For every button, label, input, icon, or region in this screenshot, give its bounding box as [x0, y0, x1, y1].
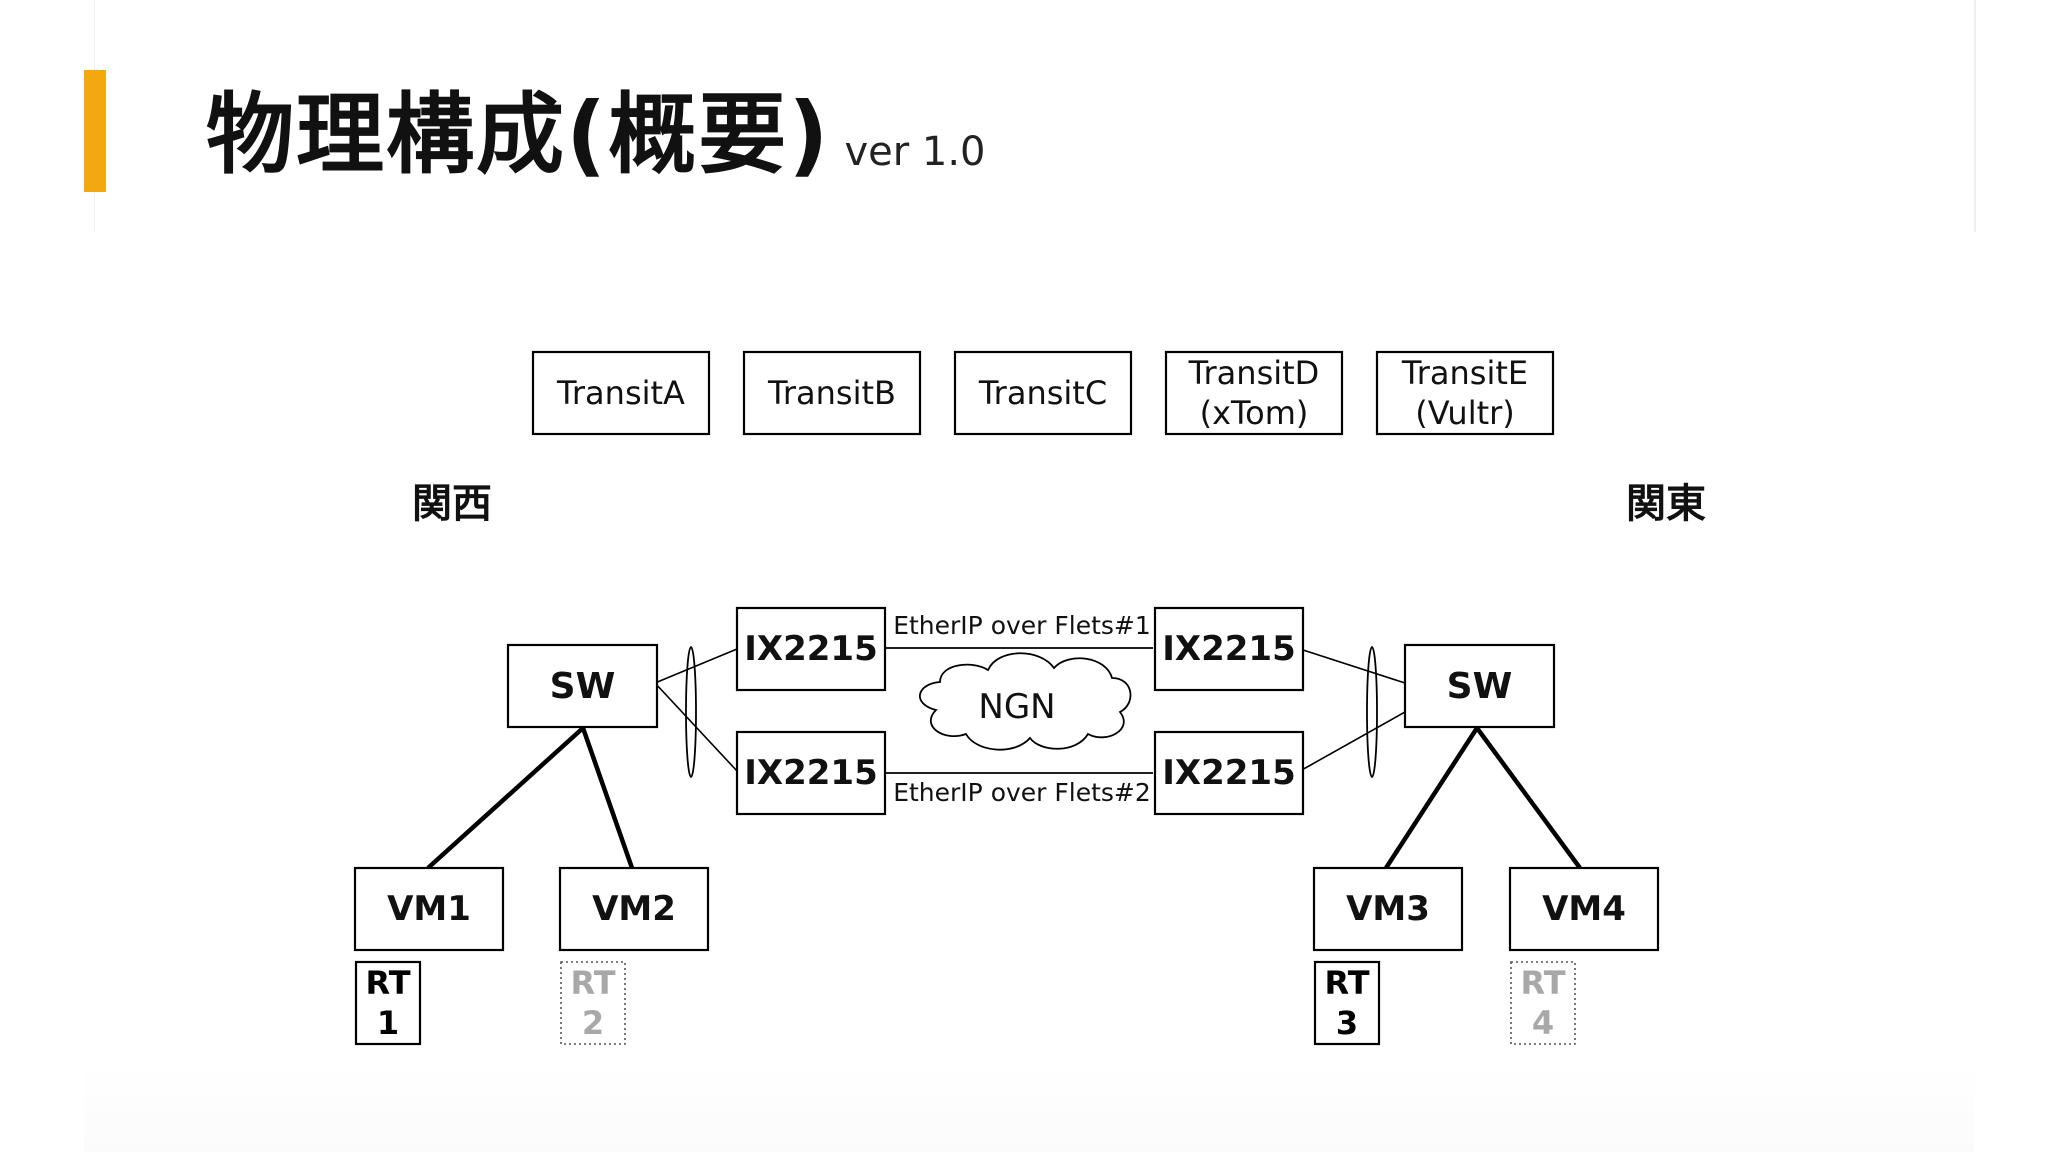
link-ix-bottom-to-sw-east — [1299, 711, 1406, 772]
vm-box-3-label: VM3 — [1346, 889, 1430, 929]
switch-west: SW — [506, 643, 659, 729]
vm-box-3: VM3 — [1312, 866, 1464, 952]
router-east-top-frame — [1153, 606, 1305, 692]
transit-box-1: TransitA — [531, 350, 711, 436]
router-west-bottom-label: IX2215 — [744, 753, 878, 793]
transit-box-3-label: TransitC — [978, 374, 1107, 412]
transit-box-2-frame — [742, 350, 922, 436]
router-east-bottom-frame — [1153, 730, 1305, 816]
rt-box-1-frame — [354, 960, 422, 1046]
transit-box-4-frame — [1164, 350, 1344, 436]
transit-box-5-label: TransitE(Vultr) — [1401, 354, 1528, 432]
rt-box-3-frame — [1313, 960, 1381, 1046]
ngn-cloud: NGN — [919, 652, 1132, 751]
router-west-top-label: IX2215 — [744, 629, 878, 669]
rt-box-4-frame — [1510, 961, 1576, 1045]
link-sw-west-to-vm2 — [580, 727, 635, 869]
lag-bundle-west — [685, 646, 697, 778]
switch-west-frame — [506, 643, 659, 729]
link-label-flets-2: EtherIP over Flets#2 — [893, 778, 1151, 807]
ngn-cloud-outline — [919, 652, 1132, 751]
router-west-top-frame — [735, 606, 887, 692]
transit-box-4-label: TransitD(xTom) — [1188, 354, 1320, 432]
router-east-top: IX2215 — [1153, 606, 1305, 692]
transit-box-1-label: TransitA — [556, 374, 685, 412]
switch-east-frame — [1403, 643, 1556, 729]
link-sw-east-to-vm4 — [1475, 726, 1582, 870]
slide-frame-right — [1974, 0, 1976, 232]
diagram-nodes: TransitA TransitB TransitC TransitD(xTom) Tr… — [353, 350, 1706, 1046]
lag-bundle-east — [1366, 646, 1378, 778]
transit-box-4: TransitD(xTom) — [1164, 350, 1344, 436]
transit-box-1-frame — [531, 350, 711, 436]
transit-box-2-label: TransitB — [767, 374, 896, 412]
transit-box-3: TransitC — [953, 350, 1133, 436]
vm-box-2-frame — [558, 866, 710, 952]
ngn-cloud-label: NGN — [978, 687, 1055, 727]
region-east-label: 関東 — [1626, 481, 1706, 527]
router-east-bottom-label: IX2215 — [1162, 753, 1296, 793]
version-label: ver 1.0 — [844, 129, 986, 175]
transit-box-2: TransitB — [742, 350, 922, 436]
switch-west-label: SW — [550, 666, 616, 707]
region-west-label: 関西 — [412, 481, 492, 527]
switch-east: SW — [1403, 643, 1556, 729]
page-title: 物理構成(概要) — [206, 83, 831, 186]
transit-box-5-frame — [1375, 350, 1555, 436]
transit-box-5: TransitE(Vultr) — [1375, 350, 1555, 436]
vm-box-4: VM4 — [1508, 866, 1660, 952]
switch-east-label: SW — [1447, 666, 1513, 707]
link-sw-west-to-ix-top — [654, 648, 738, 684]
slide-footer-shade — [84, 1060, 1974, 1152]
title-accent-bar — [84, 70, 106, 192]
rt-box-2-frame — [560, 961, 626, 1045]
vm-box-4-label: VM4 — [1542, 889, 1626, 929]
link-sw-west-to-vm1 — [426, 726, 585, 870]
vm-box-2-label: VM2 — [592, 889, 676, 929]
transit-box-3-frame — [953, 350, 1133, 436]
vm-box-1-frame — [353, 866, 505, 952]
router-west-bottom: IX2215 — [735, 730, 887, 816]
slide-title: 物理構成(概要) ver 1.0 — [206, 64, 986, 191]
link-ix-top-to-sw-east — [1299, 648, 1406, 684]
vm-box-4-frame — [1508, 866, 1660, 952]
vm-box-3-frame — [1312, 866, 1464, 952]
router-east-top-label: IX2215 — [1162, 629, 1296, 669]
link-sw-east-to-vm3 — [1384, 726, 1479, 870]
router-west-bottom-frame — [735, 730, 887, 816]
router-east-bottom: IX2215 — [1153, 730, 1305, 816]
vm-box-2: VM2 — [558, 866, 710, 952]
router-west-top: IX2215 — [735, 606, 887, 692]
vm-box-1-label: VM1 — [387, 889, 471, 929]
vm-box-1: VM1 — [353, 866, 505, 952]
link-label-flets-1: EtherIP over Flets#1 — [893, 611, 1151, 640]
